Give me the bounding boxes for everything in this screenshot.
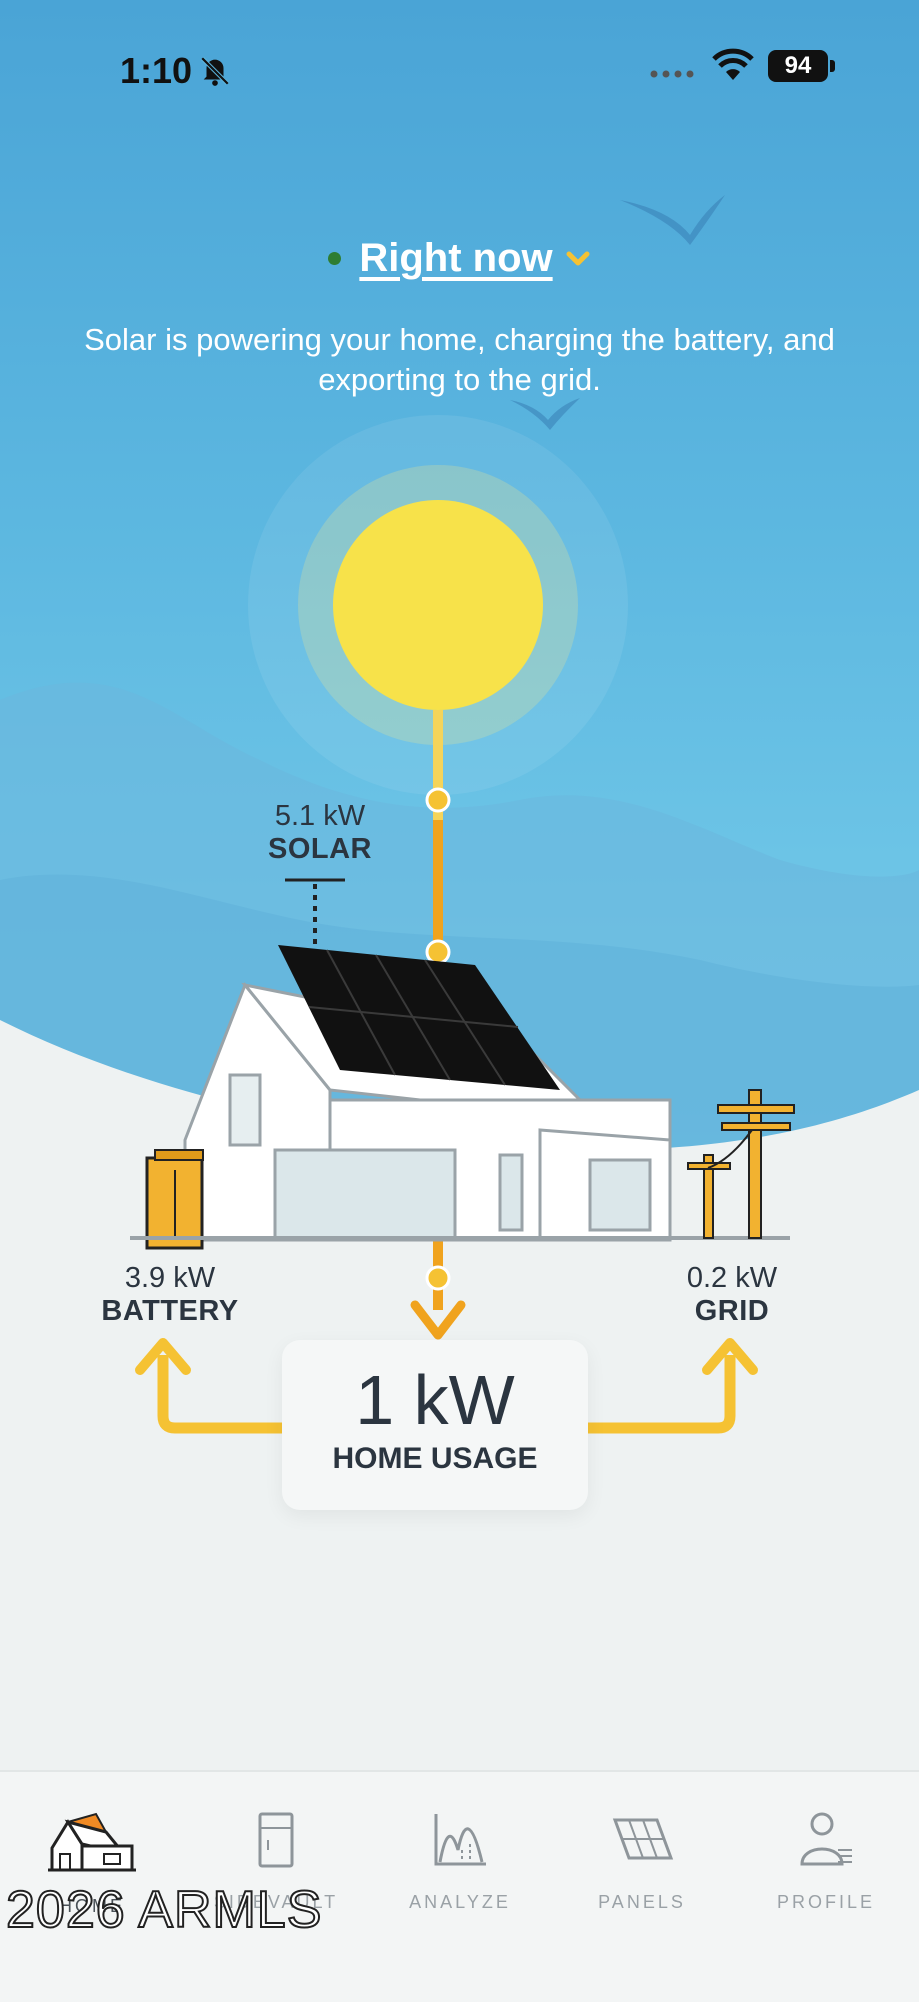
battery-level-icon: 94 <box>768 50 828 82</box>
tab-sidevault[interactable]: SIDEVAULT <box>196 1810 356 1913</box>
time-range-selector[interactable]: Right now <box>0 236 919 281</box>
wifi-icon <box>712 48 754 80</box>
status-bar: 1:10 94 <box>0 40 919 100</box>
tab-home-label: HOME <box>59 1896 125 1916</box>
solar-value: 5.1 kW <box>274 800 366 832</box>
tab-home[interactable]: HOME <box>12 1810 172 1917</box>
solar-label: SOLAR <box>268 833 372 865</box>
battery-nub <box>830 60 835 72</box>
analyze-chart-icon <box>434 1814 486 1866</box>
home-usage-label: HOME USAGE <box>332 1442 538 1475</box>
solar-panel-illustration <box>278 945 560 1090</box>
energy-flow-scene <box>0 195 919 1434</box>
battery-illustration <box>145 1149 204 1250</box>
solar-metric[interactable]: 5.1 kW SOLAR <box>240 800 400 866</box>
grid-label: GRID <box>694 1295 770 1327</box>
solar-panel-icon <box>612 1818 674 1860</box>
profile-icon <box>800 1812 852 1866</box>
tab-profile-label: PROFILE <box>776 1892 876 1912</box>
bell-muted-icon <box>200 56 230 86</box>
grid-metric[interactable]: 0.2 kW GRID <box>652 1262 812 1328</box>
status-time: 1:10 <box>120 50 193 91</box>
home-usage-card[interactable]: 1 kW HOME USAGE <box>282 1340 588 1510</box>
energy-summary-text: Solar is powering your home, charging th… <box>84 322 835 397</box>
battery-value: 3.9 kW <box>124 1262 216 1294</box>
chevron-down-icon[interactable] <box>565 250 591 268</box>
tab-analyze[interactable]: ANALYZE <box>380 1810 540 1913</box>
house-icon <box>48 1812 136 1872</box>
battery-metric[interactable]: 3.9 kW BATTERY <box>80 1262 260 1328</box>
tab-profile[interactable]: PROFILE <box>746 1810 906 1913</box>
utility-pole-illustration <box>687 1089 795 1239</box>
bird-icon <box>620 195 725 245</box>
sun-icon <box>333 500 543 710</box>
home-usage-value: 1 kW <box>355 1361 515 1439</box>
tab-panels[interactable]: PANELS <box>562 1810 722 1913</box>
flow-arrow-down <box>410 1300 466 1340</box>
range-label[interactable]: Right now <box>359 236 553 280</box>
live-indicator-dot <box>328 252 342 265</box>
bird-icon <box>510 398 580 430</box>
tab-analyze-label: ANALYZE <box>409 1892 511 1912</box>
bottom-tab-bar: HOME SIDEVAULT ANALYZE PANELS <box>0 1770 919 2002</box>
flow-to-grid <box>588 1355 736 1434</box>
watermark-text: 2026 ARMLS <box>5 1880 323 1940</box>
tab-panels-label: PANELS <box>598 1892 686 1912</box>
tab-sidevault-label: SIDEVAULT <box>213 1892 339 1912</box>
flow-to-battery <box>157 1355 282 1434</box>
grid-value: 0.2 kW <box>686 1262 778 1294</box>
battery-label: BATTERY <box>101 1295 239 1327</box>
signal-dots-icon <box>650 70 694 78</box>
battery-vault-icon <box>258 1812 294 1868</box>
